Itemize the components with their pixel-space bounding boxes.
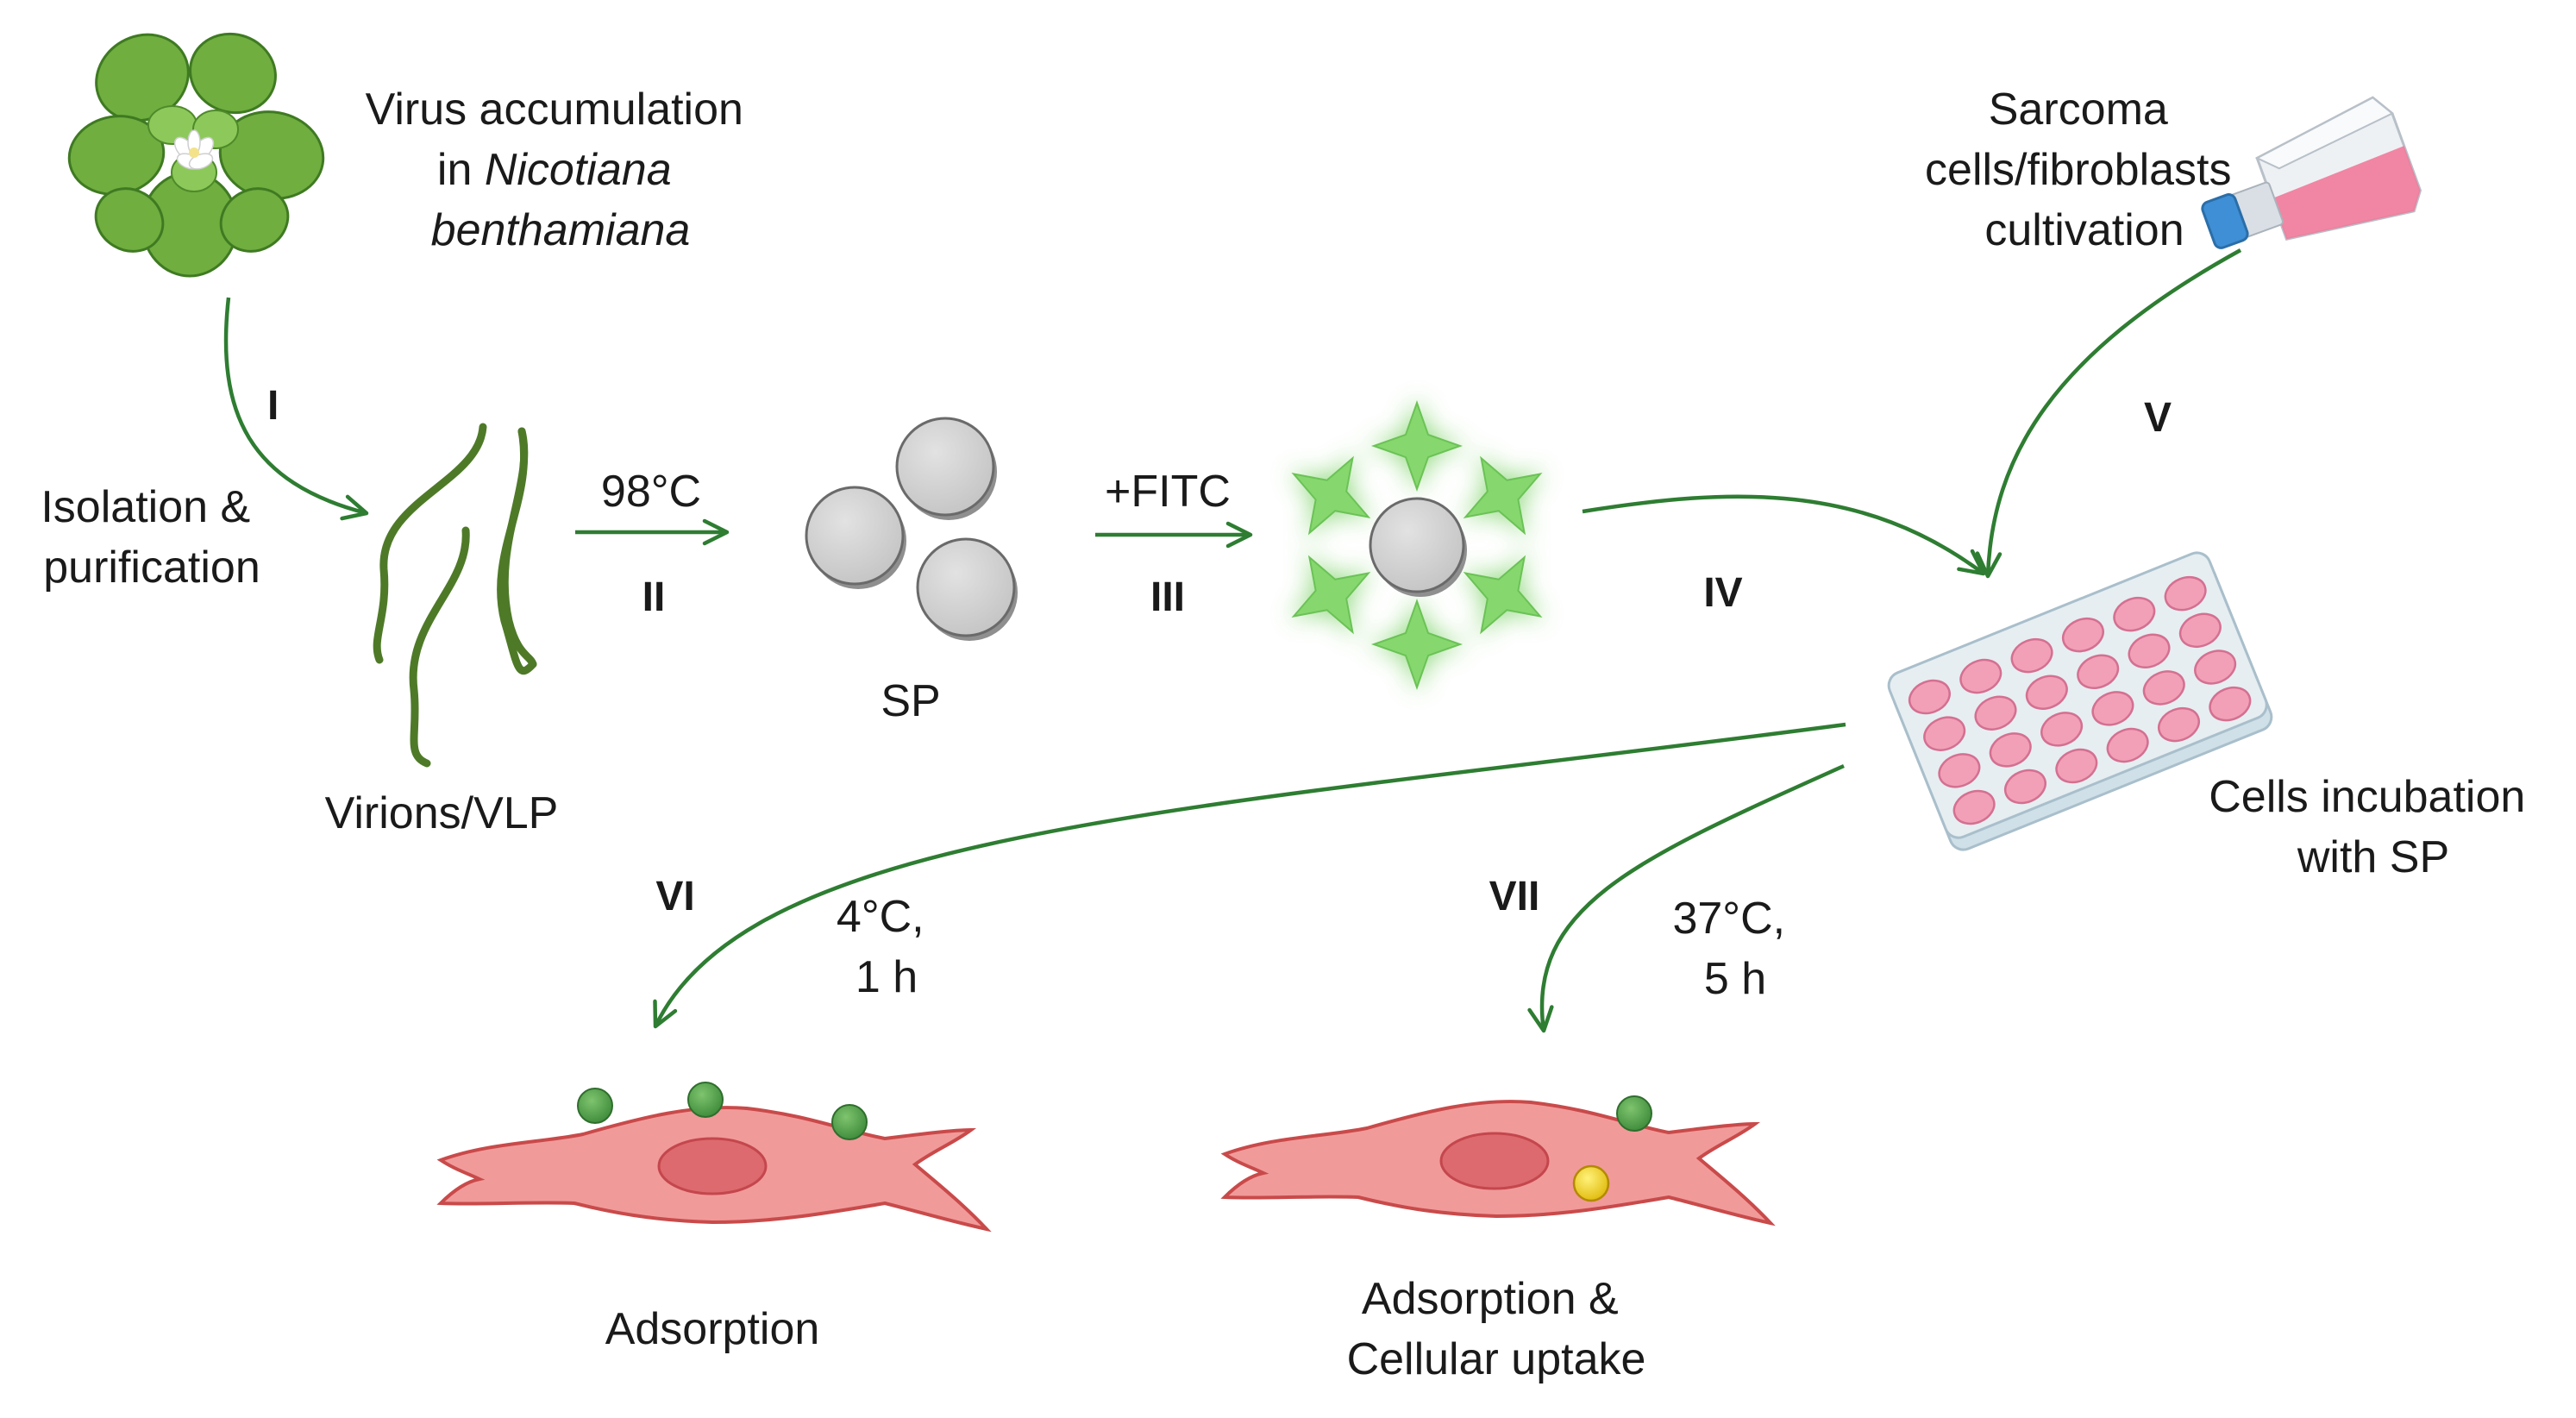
temp-98-label: 98°C bbox=[601, 467, 701, 517]
well bbox=[2178, 612, 2222, 649]
arrow-step-vi bbox=[653, 722, 1846, 1029]
step-iii-label: III bbox=[1150, 574, 1185, 620]
fitc-label: +FITC bbox=[1105, 467, 1231, 517]
well bbox=[1923, 716, 1966, 751]
well bbox=[2142, 670, 2185, 706]
arrow-step-i bbox=[223, 297, 369, 521]
well bbox=[2003, 769, 2046, 805]
adsorption-label: Adsorption bbox=[605, 1304, 820, 1354]
condition-vi-label: 4°C, 1 h bbox=[837, 892, 937, 1002]
condition-vii-label: 37°C, 5 h bbox=[1672, 894, 1797, 1004]
virions-icon bbox=[373, 423, 537, 768]
step-iv-label: IV bbox=[1703, 570, 1742, 616]
sp-particles bbox=[805, 417, 1018, 641]
step-ii-label: II bbox=[642, 574, 666, 620]
well bbox=[2055, 748, 2098, 784]
well bbox=[2040, 712, 2084, 747]
well bbox=[2106, 727, 2149, 763]
arrow-step-iv bbox=[1582, 494, 1986, 576]
sarcoma-label: Sarcoma cells/fibroblasts cultivation bbox=[1925, 85, 2244, 255]
isolation-label: Isolation & purification bbox=[41, 482, 262, 593]
fitc-labelled-particle bbox=[1289, 398, 1545, 692]
cell-icon bbox=[436, 1082, 992, 1233]
well bbox=[1959, 658, 2003, 694]
well bbox=[2061, 617, 2104, 653]
well bbox=[2194, 649, 2237, 685]
well bbox=[2164, 575, 2207, 612]
well bbox=[1989, 732, 2032, 768]
well bbox=[2209, 686, 2252, 722]
well bbox=[2025, 674, 2068, 710]
flask-icon bbox=[2201, 96, 2422, 249]
well bbox=[1974, 695, 2017, 731]
well bbox=[1908, 679, 1951, 715]
step-i-label: I bbox=[267, 383, 279, 429]
plant-icon bbox=[67, 32, 325, 278]
arrow-step-v bbox=[1975, 248, 2242, 579]
uptake-label: Adsorption & Cellular uptake bbox=[1347, 1274, 1646, 1384]
well bbox=[2113, 596, 2156, 632]
well bbox=[1938, 753, 1981, 788]
well bbox=[2077, 654, 2120, 689]
well bbox=[2091, 691, 2134, 726]
arrow-step-vii bbox=[1527, 763, 1845, 1033]
step-vi-label: VI bbox=[655, 874, 694, 919]
virus-accumulation-label: Virus accumulation in Nicotiana benthami… bbox=[366, 85, 756, 255]
well bbox=[2157, 706, 2200, 743]
step-vii-label: VII bbox=[1489, 874, 1540, 919]
incubation-label: Cells incubation with SP bbox=[2209, 772, 2538, 882]
well-plate-icon bbox=[1887, 551, 2273, 851]
sp-label: SP bbox=[881, 676, 940, 726]
well bbox=[2128, 633, 2171, 668]
well bbox=[1952, 789, 1996, 825]
step-v-label: V bbox=[2144, 395, 2172, 441]
cell-icon-uptake bbox=[1220, 1095, 1776, 1227]
well bbox=[2010, 637, 2053, 674]
virions-label: Virions/VLP bbox=[325, 788, 559, 838]
